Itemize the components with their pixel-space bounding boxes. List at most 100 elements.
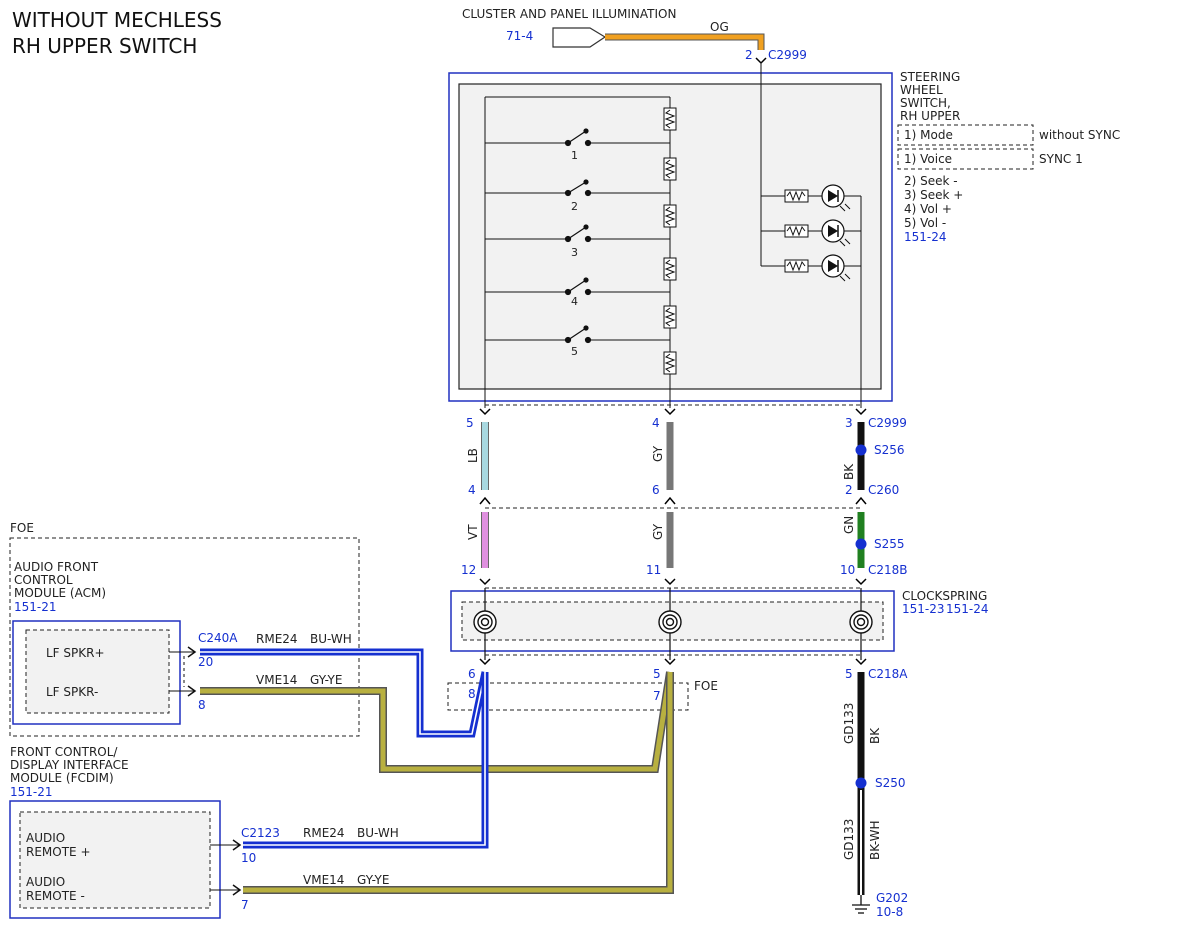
acm-circuit-plus: RME24	[256, 632, 298, 646]
function-vol-plus: 4) Vol +	[904, 202, 952, 216]
led-icon	[821, 184, 851, 282]
switch-name-line2: WHEEL	[900, 83, 943, 97]
acm-pin-minus-label: LF SPKR-	[46, 685, 98, 699]
acm-gy-ye-wire	[200, 671, 673, 772]
vertical-resistors	[663, 107, 677, 375]
diagram-title-line1: WITHOUT MECHLESS	[12, 8, 222, 32]
c218a-pin-bk: 5	[845, 667, 853, 681]
acm-pin-minus: 8	[198, 698, 206, 712]
fcdim-plus-line1: AUDIO	[26, 831, 65, 845]
foe-pin-8: 8	[468, 687, 476, 701]
gy-wire-upper-label: GY	[651, 445, 665, 462]
ground-ref: 10-8	[876, 905, 903, 919]
fcdim-module-body	[19, 811, 211, 909]
acm-pin-plus-label: LF SPKR+	[46, 646, 105, 660]
switch-name-line4: RH UPPER	[900, 109, 960, 123]
acm-foe-label: FOE	[10, 521, 34, 535]
c260-connector: C260	[868, 483, 899, 497]
illumination-wire-color: OG	[710, 20, 729, 34]
acm-ref: 151-21	[14, 600, 57, 614]
switch-name-line3: SWITCH,	[900, 96, 951, 110]
ground-icon	[852, 895, 870, 914]
lb-wire-label: LB	[466, 448, 480, 463]
fcdim-pin-minus: 7	[241, 898, 249, 912]
clockspring-ref2: 151-24	[946, 602, 989, 616]
acm-name-line2: CONTROL	[14, 573, 73, 587]
fcdim-gy-ye-wire	[243, 672, 673, 893]
switch-number-5: 5	[571, 345, 578, 358]
c2999-pin-lb: 5	[466, 416, 474, 430]
function-seek-plus: 3) Seek +	[904, 188, 963, 202]
splice-s250-icon	[855, 777, 867, 789]
vt-wire-label: VT	[466, 524, 480, 540]
mode-option-note: without SYNC	[1039, 128, 1120, 142]
bk-wire-upper-label: BK	[842, 463, 856, 480]
fcdim-color-minus: GY-YE	[357, 873, 389, 887]
splice-s256: S256	[874, 443, 905, 457]
fcdim-bu-wh-wire	[243, 672, 489, 849]
fcdim-circuit-minus: VME14	[303, 873, 344, 887]
illumination-ref: 71-4	[506, 29, 533, 43]
clockspring-name: CLOCKSPRING	[902, 589, 987, 603]
ground-wire-color-lower: BK-WH	[868, 820, 882, 860]
switch-number-3: 3	[571, 246, 578, 259]
c260-pin-bk: 2	[845, 483, 853, 497]
foe-pin-7: 7	[653, 689, 661, 703]
fcdim-pin-plus: 10	[241, 851, 256, 865]
fcdim-name-line1: FRONT CONTROL/	[10, 745, 118, 759]
acm-foe-box	[9, 537, 360, 737]
acm-color-minus: GY-YE	[310, 673, 342, 687]
c260-pin-gy: 6	[652, 483, 660, 497]
c218b-connector: C218B	[868, 563, 908, 577]
acm-name-line1: AUDIO FRONT	[14, 560, 99, 574]
ground-wire-color-upper: BK	[868, 727, 882, 744]
illumination-connector: C2999	[768, 48, 807, 62]
gy-wire-mid-label: GY	[651, 523, 665, 540]
c218b-pin-vt: 12	[461, 563, 476, 577]
function-vol-minus: 5) Vol -	[904, 216, 946, 230]
splice-s256-icon	[855, 444, 867, 456]
c218b-pin-gn: 10	[840, 563, 855, 577]
function-seek-minus: 2) Seek -	[904, 174, 958, 188]
fcdim-minus-line1: AUDIO	[26, 875, 65, 889]
led-resistors	[784, 189, 809, 273]
switch-number-2: 2	[571, 200, 578, 213]
c218b-pin-gy: 11	[646, 563, 661, 577]
c2999-lower-connector: C2999	[868, 416, 907, 430]
diagram-title-line2: RH UPPER SWITCH	[12, 34, 197, 58]
fcdim-name-line3: MODULE (FCDIM)	[10, 771, 114, 785]
fcdim-minus-line2: REMOTE -	[26, 889, 85, 903]
ground-circuit-upper: GD133	[842, 703, 856, 744]
clockspring-ref1: 151-23	[902, 602, 945, 616]
splice-s255: S255	[874, 537, 905, 551]
acm-module-body	[25, 629, 170, 714]
acm-connector: C240A	[198, 631, 238, 645]
acm-color-plus: BU-WH	[310, 632, 352, 646]
c2999-pin-bk: 3	[845, 416, 853, 430]
fcdim-color-plus: BU-WH	[357, 826, 399, 840]
ground-id: G202	[876, 891, 908, 905]
fcdim-name-line2: DISPLAY INTERFACE	[10, 758, 129, 772]
voice-option-label: 1) Voice	[904, 152, 952, 166]
clockspring-coil-icon	[473, 610, 873, 634]
fcdim-gy-ye-wire-outline	[243, 672, 674, 894]
c260-pin-lb: 4	[468, 483, 476, 497]
switch-contacts	[564, 128, 592, 344]
mode-option-label: 1) Mode	[904, 128, 953, 142]
c218a-pin-gy: 5	[653, 667, 661, 681]
splice-s255-icon	[855, 538, 867, 550]
illumination-wire	[605, 34, 764, 50]
acm-pin-plus: 20	[198, 655, 213, 669]
c218a-pin-blue: 6	[468, 667, 476, 681]
illumination-connector-icon	[552, 27, 607, 48]
switch-number-4: 4	[571, 295, 578, 308]
splice-s250: S250	[875, 776, 906, 790]
foe-inline-label: FOE	[694, 679, 718, 693]
switch-number-1: 1	[571, 149, 578, 162]
fcdim-circuit-plus: RME24	[303, 826, 345, 840]
ground-circuit-lower: GD133	[842, 819, 856, 860]
illumination-label: CLUSTER AND PANEL ILLUMINATION	[462, 7, 676, 21]
acm-circuit-minus: VME14	[256, 673, 297, 687]
fcdim-ref: 151-21	[10, 785, 53, 799]
